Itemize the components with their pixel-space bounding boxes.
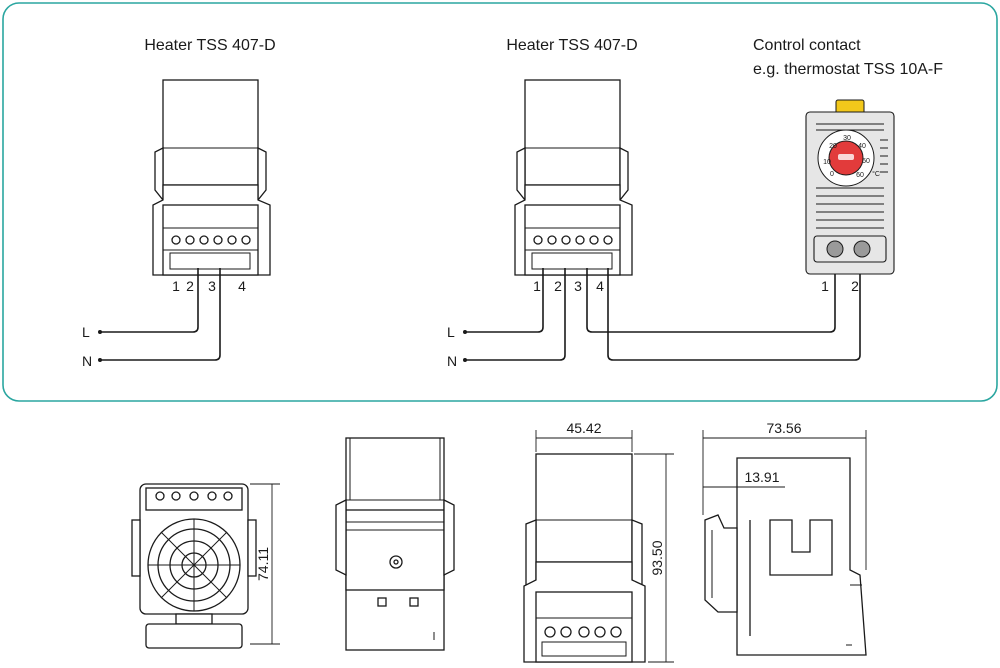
left-heater-terminal-numbers: 1 2 3 4 — [172, 278, 246, 294]
svg-text:20: 20 — [829, 143, 837, 150]
side-view-drawing — [523, 453, 646, 663]
thermostat-terminal-2-screw — [853, 240, 871, 258]
left-line-N-label: N — [82, 353, 92, 369]
dim-front-height: 74.11 — [255, 547, 271, 581]
thermostat-terminal-1: 1 — [821, 278, 829, 294]
right-line-N-label: N — [447, 353, 457, 369]
right-terminal-3: 3 — [574, 278, 582, 294]
wire-heater3-to-thermostat1 — [586, 262, 836, 333]
dim-side-height: 93.50 — [649, 540, 665, 575]
svg-text:°C: °C — [872, 170, 880, 178]
right-heater-body — [514, 79, 633, 276]
left-wire-L — [100, 268, 199, 333]
thermostat-title-line1: Control contact — [753, 37, 861, 54]
front-view-drawing — [131, 483, 257, 649]
side-width-dimension: 45.42 — [535, 420, 633, 452]
right-heater-terminal-numbers: 1 2 3 4 — [533, 278, 604, 294]
svg-text:30: 30 — [843, 135, 851, 142]
right-heater-terminal-screws — [531, 235, 613, 270]
thermostat-terminal-1-screw — [826, 240, 844, 258]
left-heater-body — [152, 79, 271, 276]
dim-profile-width: 73.56 — [766, 420, 801, 436]
profile-view-drawing — [704, 457, 867, 656]
side-height-dimension: 93.50 — [634, 453, 674, 663]
thermostat-dial-scale: 0 10 20 30 40 50 60 °C — [823, 135, 880, 179]
right-heater-title: Heater TSS 407-D — [506, 37, 637, 54]
left-terminal-2: 2 — [186, 278, 194, 294]
svg-text:10: 10 — [823, 159, 831, 166]
rear-view-drawing — [335, 437, 455, 651]
right-terminal-1: 1 — [533, 278, 541, 294]
left-wire-N — [100, 268, 221, 361]
right-terminal-4: 4 — [596, 278, 604, 294]
thermostat-terminal-2: 2 — [851, 278, 859, 294]
wiring-frame — [2, 2, 998, 402]
wire-heater4-to-thermostat2 — [607, 262, 861, 361]
right-terminal-2: 2 — [554, 278, 562, 294]
left-line-L-label: L — [82, 324, 90, 340]
front-height-dimension: 74.11 — [250, 483, 280, 645]
svg-text:50: 50 — [862, 158, 870, 165]
right-wire-L — [465, 268, 544, 333]
svg-text:40: 40 — [858, 143, 866, 150]
thermostat-body: 0 10 20 30 40 50 60 °C — [805, 99, 895, 275]
profile-offset-dimension: 13.91 — [703, 462, 785, 520]
profile-width-dimension: 73.56 — [702, 420, 867, 570]
left-terminal-3: 3 — [208, 278, 216, 294]
svg-text:0: 0 — [830, 171, 834, 178]
right-wire-N — [465, 268, 566, 361]
left-terminal-1: 1 — [172, 278, 180, 294]
left-heater-title: Heater TSS 407-D — [144, 37, 275, 54]
thermostat-title-line2: e.g. thermostat TSS 10A-F — [753, 61, 943, 78]
left-terminal-4: 4 — [238, 278, 246, 294]
left-heater-terminal-screws — [169, 235, 251, 270]
right-line-L-label: L — [447, 324, 455, 340]
svg-text:60: 60 — [856, 172, 864, 179]
dim-profile-offset: 13.91 — [744, 469, 779, 485]
dim-side-width: 45.42 — [566, 420, 601, 436]
